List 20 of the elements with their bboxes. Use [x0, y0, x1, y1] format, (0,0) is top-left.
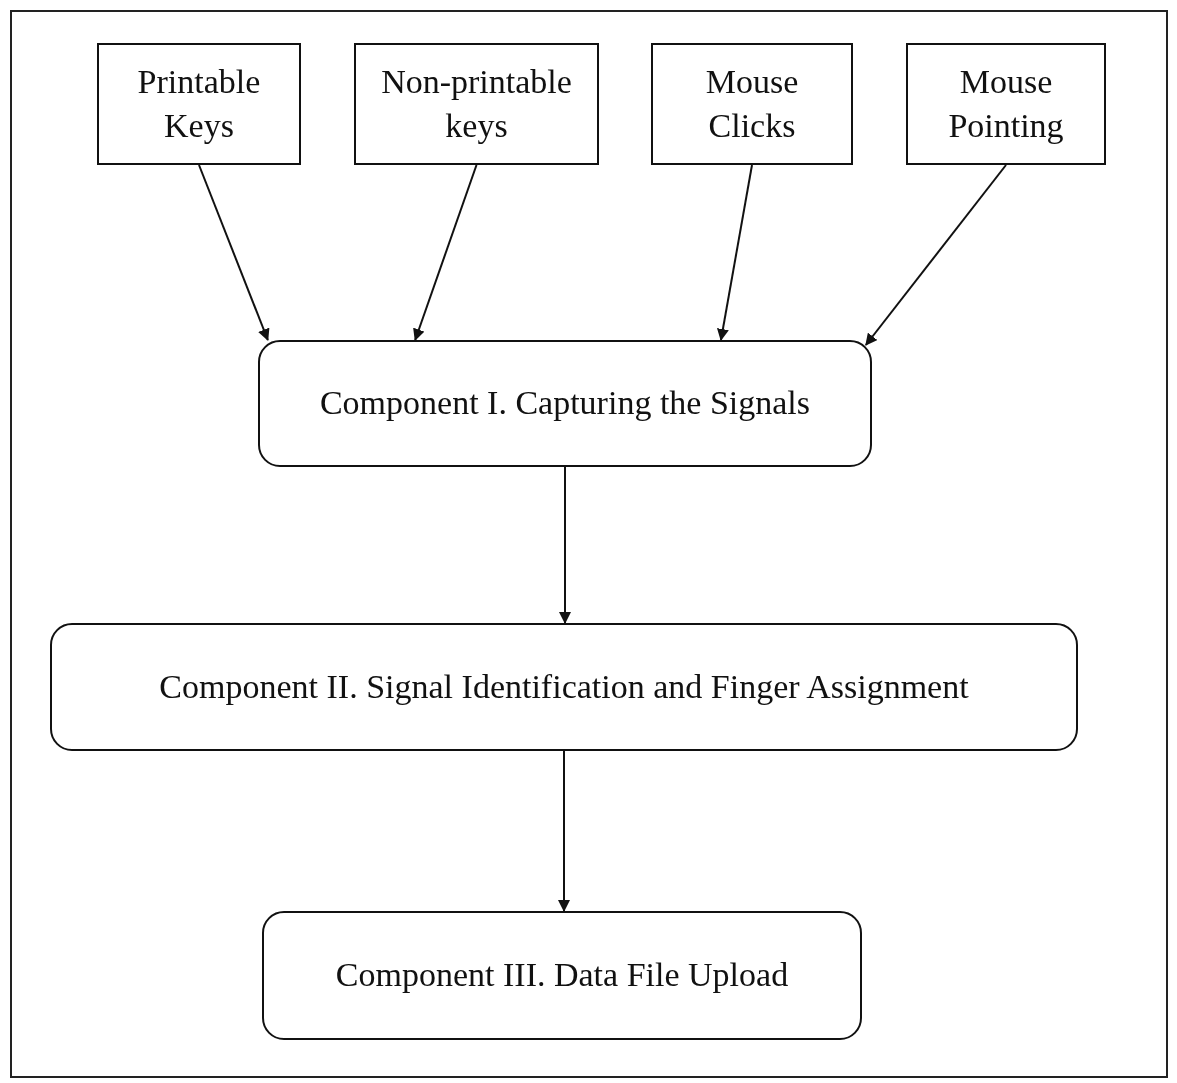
node-label: Mouse Clicks — [704, 61, 800, 146]
process-box — [258, 340, 872, 467]
arrow — [413, 164, 478, 341]
arrow — [198, 164, 270, 341]
input-box — [97, 43, 301, 165]
process-box — [262, 911, 862, 1040]
arrow — [558, 750, 570, 912]
arrow — [716, 164, 753, 341]
input-box — [354, 43, 599, 165]
arrow — [559, 466, 571, 624]
node-label: Printable Keys — [136, 61, 262, 146]
input-box — [651, 43, 853, 165]
node-label: Component I. Capturing the Signals — [319, 383, 811, 424]
node-label: Component III. Data File Upload — [335, 955, 789, 996]
arrow — [864, 164, 1007, 346]
input-box — [906, 43, 1106, 165]
node-label: Mouse Pointing — [947, 61, 1065, 146]
process-box — [50, 623, 1078, 751]
node-label: Component II. Signal Identification and Finger Assignment — [159, 666, 969, 707]
node-label: Non-printable keys — [380, 61, 573, 146]
